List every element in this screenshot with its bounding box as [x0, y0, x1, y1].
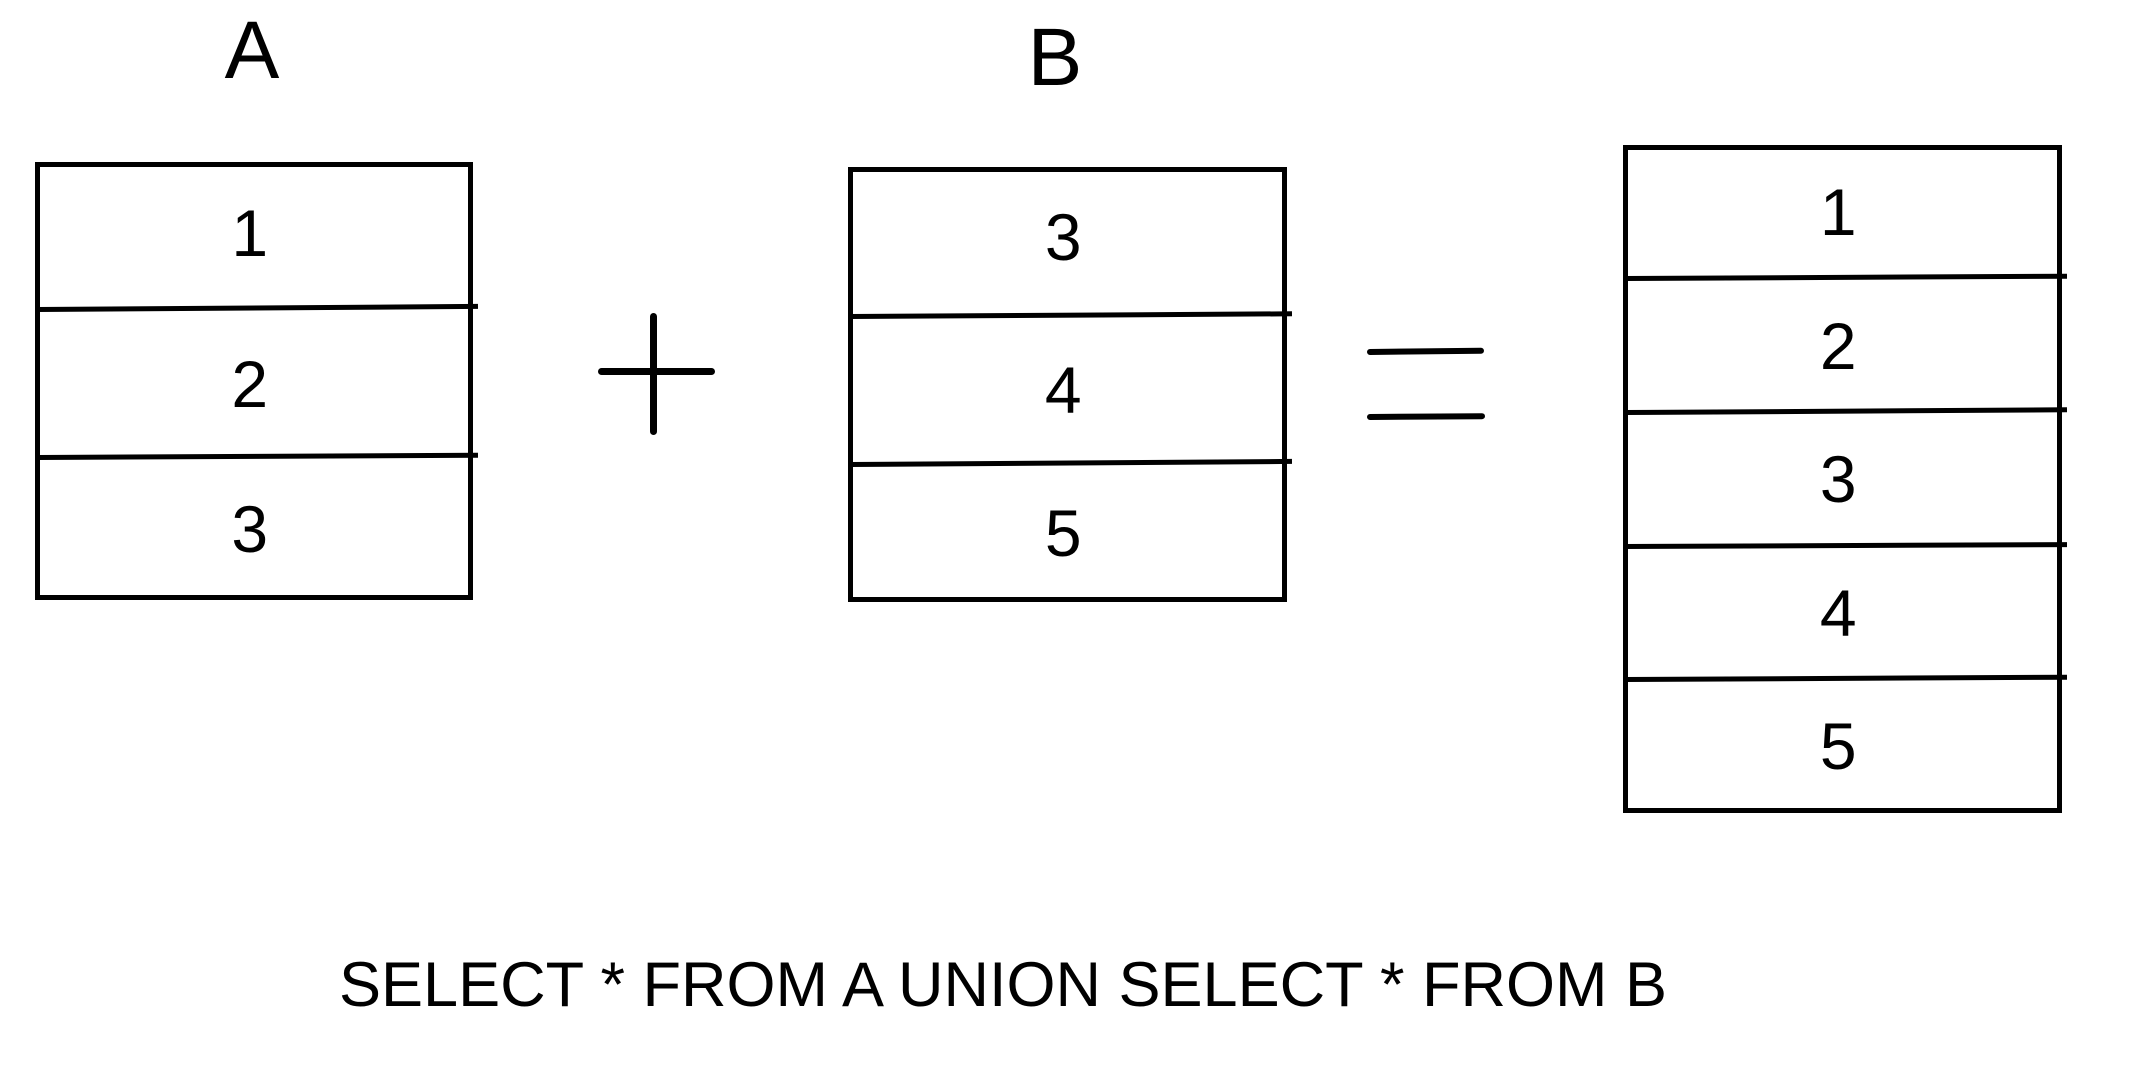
row-divider	[37, 452, 479, 460]
table-b-row-value: 3	[1044, 200, 1082, 274]
result-row-value: 4	[1819, 576, 1857, 650]
table-b-row-value: 5	[1044, 496, 1082, 570]
table-a-row-value: 3	[231, 492, 269, 566]
result-row-value: 1	[1819, 175, 1857, 249]
row-divider	[850, 458, 1293, 467]
row-divider	[850, 311, 1293, 319]
table-b: 3 4 5	[848, 167, 1293, 602]
row-divider	[37, 303, 479, 312]
row-divider	[1625, 407, 2068, 415]
sql-query-caption: SELECT * FROM A UNION SELECT * FROM B	[339, 950, 1667, 1020]
equals-bottom-stroke	[1366, 413, 1486, 420]
row-divider	[1625, 674, 2068, 682]
table-b-row-value: 4	[1044, 353, 1082, 427]
table-a-row-value: 2	[231, 347, 269, 421]
table-a: 1 2 3	[35, 162, 479, 600]
row-divider	[1625, 273, 2068, 281]
table-a-row-value: 1	[231, 196, 269, 270]
plus-horizontal-stroke	[598, 368, 715, 375]
table-b-label: B	[1027, 12, 1083, 103]
result-row-value: 5	[1819, 709, 1857, 783]
result-row-value: 2	[1819, 309, 1857, 383]
result-table: 1 2 3 4 5	[1623, 145, 2068, 813]
plus-icon	[598, 313, 715, 435]
equals-top-stroke	[1366, 347, 1485, 355]
result-row-value: 3	[1819, 442, 1857, 516]
table-a-label: A	[224, 5, 280, 96]
equals-icon	[1366, 347, 1487, 424]
row-divider	[1625, 542, 2068, 549]
